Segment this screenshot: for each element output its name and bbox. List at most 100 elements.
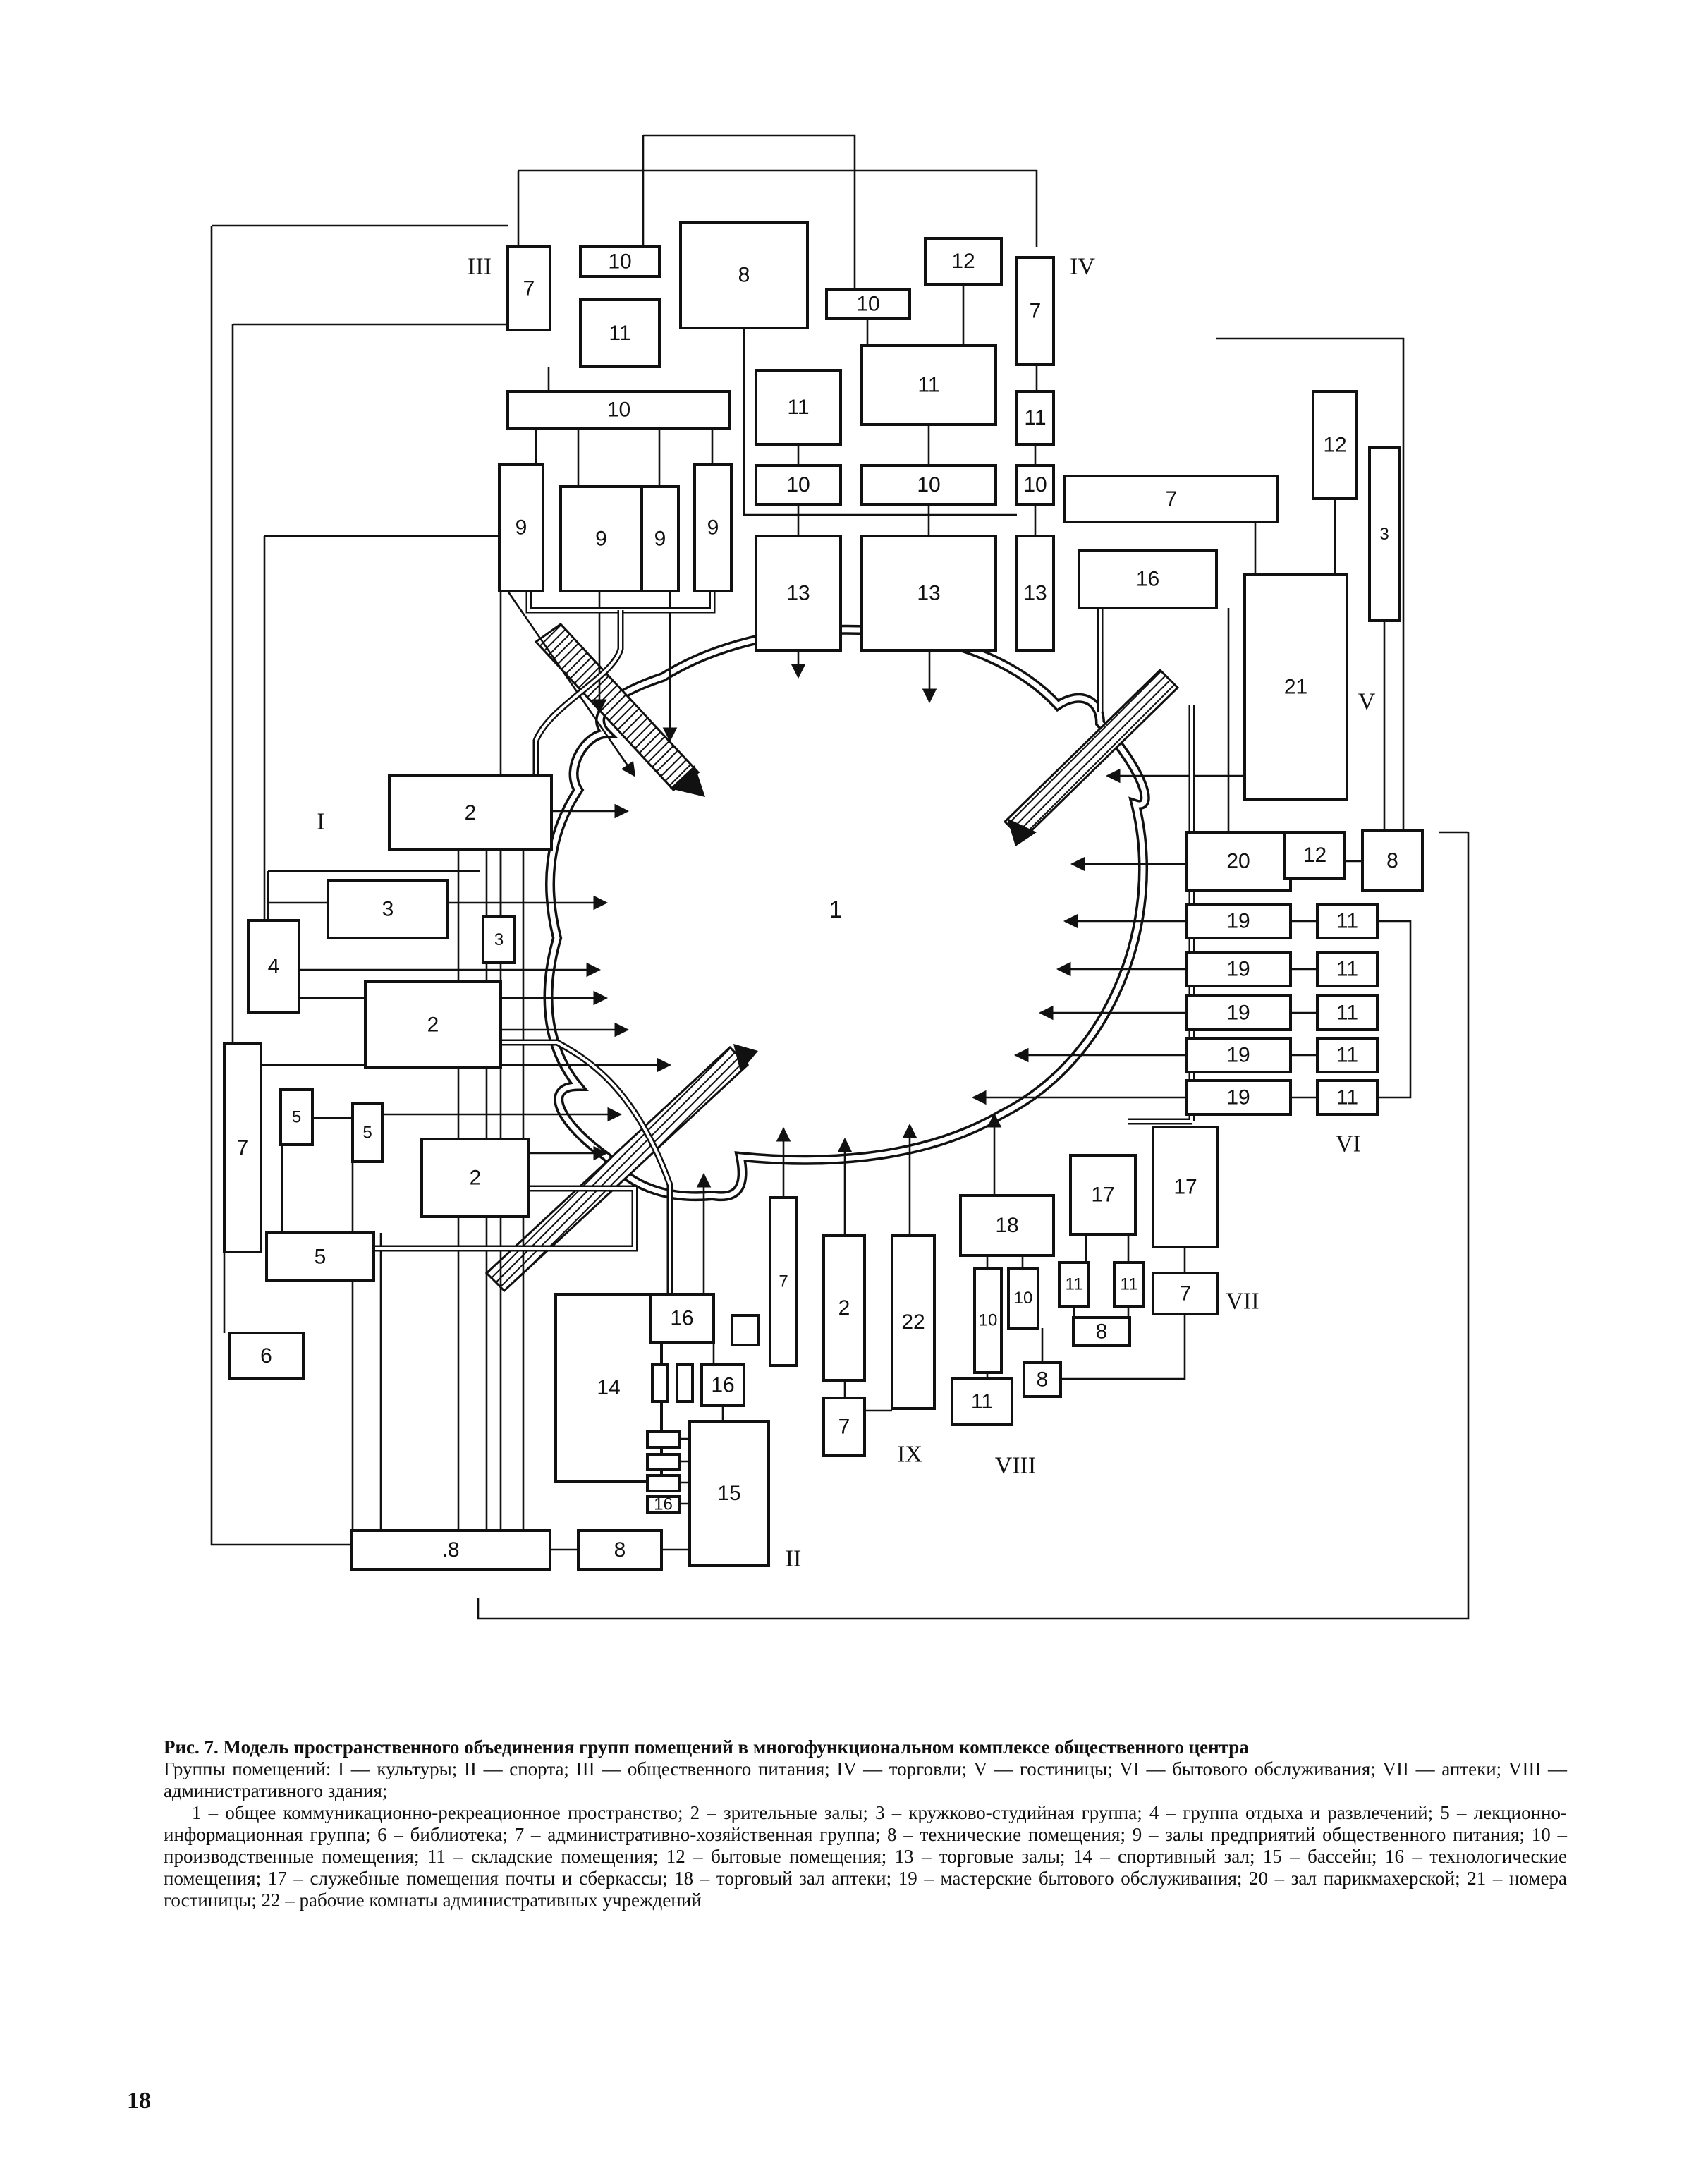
room-box: 9 bbox=[498, 463, 544, 592]
room-number: 10 bbox=[1023, 473, 1047, 497]
room-rect bbox=[1078, 549, 1218, 609]
room-number: 5 bbox=[292, 1108, 301, 1127]
room-box: 7 bbox=[822, 1397, 866, 1457]
room-rect bbox=[1185, 1079, 1292, 1116]
room-box: 2 bbox=[822, 1234, 866, 1382]
room-number: 17 bbox=[1173, 1176, 1197, 1199]
room-number: 19 bbox=[1226, 1044, 1250, 1067]
room-number: 13 bbox=[917, 582, 940, 605]
room-rect bbox=[351, 1102, 384, 1163]
caption-groups: Группы помещений: I — культуры; II — спо… bbox=[164, 1758, 1567, 1801]
room-rect bbox=[959, 1194, 1055, 1257]
room-number: 19 bbox=[1226, 958, 1250, 981]
room-number: 16 bbox=[1136, 568, 1159, 591]
room-rect bbox=[860, 464, 997, 506]
room-rect bbox=[755, 535, 842, 652]
room-rect bbox=[822, 1234, 866, 1382]
room-number: 7 bbox=[779, 1272, 788, 1291]
room-box: 15 bbox=[688, 1420, 770, 1567]
room-number: 11 bbox=[609, 322, 630, 345]
room-number: 2 bbox=[465, 801, 477, 825]
room-number: 5 bbox=[362, 1124, 372, 1143]
room-number: 15 bbox=[717, 1482, 740, 1505]
room-rect bbox=[822, 1397, 866, 1457]
caption-title: Рис. 7. Модель пространственного объедин… bbox=[164, 1736, 1249, 1758]
room-number: 11 bbox=[1336, 958, 1358, 981]
room-rect bbox=[1023, 1361, 1062, 1398]
room-rect bbox=[769, 1196, 798, 1367]
room-number: 12 bbox=[951, 250, 975, 273]
room-number: 12 bbox=[1323, 434, 1346, 457]
room-box: 11 bbox=[1316, 1037, 1379, 1073]
room-rect bbox=[498, 463, 544, 592]
room-number: 7 bbox=[1180, 1282, 1192, 1306]
room-box: 4 bbox=[247, 919, 300, 1014]
room-rect bbox=[951, 1377, 1013, 1426]
room-box: 3 bbox=[327, 879, 449, 939]
room-box: 11 bbox=[1316, 994, 1379, 1031]
room-box: 16 bbox=[1078, 549, 1218, 609]
room-rect bbox=[1185, 1037, 1292, 1073]
room-number: 9 bbox=[516, 516, 527, 540]
room-rect bbox=[559, 485, 643, 592]
room-number: 18 bbox=[995, 1214, 1018, 1237]
room-box: 13 bbox=[755, 535, 842, 652]
group-label: VI bbox=[1336, 1131, 1361, 1157]
room-number: 10 bbox=[608, 250, 631, 274]
room-rect bbox=[860, 344, 997, 426]
room-box: 11 bbox=[1113, 1261, 1145, 1308]
central-space-label: 1 bbox=[829, 896, 843, 923]
room-rect bbox=[1243, 573, 1348, 801]
room-rect bbox=[1015, 535, 1055, 652]
room-box: 8 bbox=[1072, 1316, 1131, 1347]
room-box: 10 bbox=[973, 1267, 1003, 1374]
group-label: III bbox=[468, 254, 492, 280]
room-rect bbox=[1368, 446, 1401, 622]
room-number: 7 bbox=[237, 1136, 249, 1160]
room-number: 7 bbox=[838, 1416, 850, 1439]
room-number: 11 bbox=[1336, 1002, 1358, 1025]
room-number: 8 bbox=[1096, 1320, 1108, 1344]
room-rect bbox=[482, 915, 516, 964]
room-rect bbox=[506, 390, 731, 430]
room-rect bbox=[688, 1420, 770, 1567]
room-number: 2 bbox=[470, 1167, 482, 1190]
room-rect bbox=[1152, 1126, 1219, 1248]
room-box: 10 bbox=[579, 245, 661, 278]
room-rect bbox=[577, 1529, 663, 1571]
room-box: 6 bbox=[228, 1332, 305, 1380]
room-box: 5 bbox=[351, 1102, 384, 1163]
room-rect bbox=[924, 237, 1003, 286]
room-number: .8 bbox=[441, 1538, 459, 1562]
room-rect bbox=[1185, 903, 1292, 939]
room-rect bbox=[693, 463, 733, 592]
room-rect bbox=[247, 919, 300, 1014]
room-box: 19 bbox=[1185, 1037, 1292, 1073]
room-number: 8 bbox=[614, 1538, 626, 1562]
room-box: 11 bbox=[1316, 1079, 1379, 1116]
room-box: 7 bbox=[223, 1042, 262, 1253]
room-rect bbox=[228, 1332, 305, 1380]
room-rect bbox=[1316, 1079, 1379, 1116]
room-number: 8 bbox=[1386, 849, 1398, 872]
room-rect bbox=[646, 1453, 681, 1471]
room-box: .8 bbox=[350, 1529, 551, 1571]
room-rect bbox=[731, 1314, 760, 1346]
room-rect bbox=[640, 485, 680, 592]
room-box: 10 bbox=[1007, 1267, 1039, 1330]
room-rect bbox=[646, 1430, 681, 1449]
page-number: 18 bbox=[127, 2088, 151, 2114]
group-label: II bbox=[786, 1546, 802, 1572]
room-number: 11 bbox=[1121, 1275, 1138, 1294]
room-box: 13 bbox=[1015, 535, 1055, 652]
room-box: 16 bbox=[700, 1363, 745, 1407]
room-rect bbox=[1152, 1272, 1219, 1315]
room-rect bbox=[388, 774, 553, 851]
group-label: V bbox=[1358, 689, 1376, 715]
room-box: 13 bbox=[860, 535, 997, 652]
room-number: 19 bbox=[1226, 1002, 1250, 1025]
entrance-northwest bbox=[534, 623, 700, 791]
room-rect bbox=[755, 369, 842, 446]
room-box: 3 bbox=[482, 915, 516, 964]
room-number: 20 bbox=[1226, 850, 1250, 873]
